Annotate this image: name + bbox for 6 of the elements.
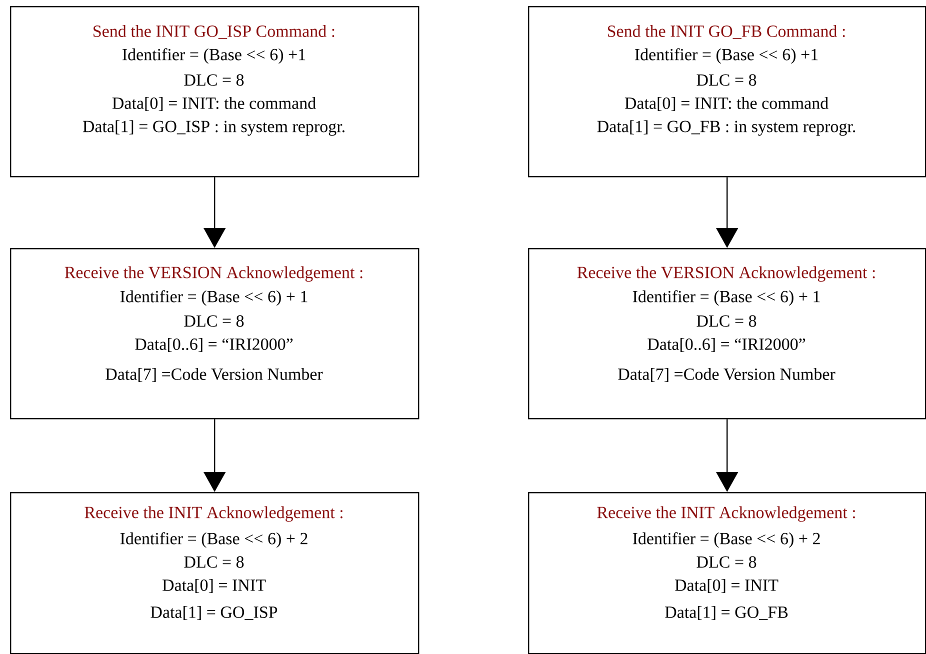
process-box: Send the INIT GO_ISP Command : Identifier = (Base << 6) +1 DLC = 8 Data[0] = INIT: the command Data[1] = GO_ISP : in system reprogr. (10, 6, 420, 178)
process-box: Send the INIT GO_FB Command : Identifier = (Base << 6) +1 DLC = 8 Data[0] = INIT: the command Data[1] = GO_FB : in system reprogr. (528, 6, 926, 178)
process-box: Receive the VERSION Acknowledgement : Identifier = (Base << 6) + 1 DLC = 8 Data[0..6] = “IRI2000” Data[7] =Code Version Number (528, 248, 926, 420)
process-box: Receive the INIT Acknowledgement : Identifier = (Base << 6) + 2 DLC = 8 Data[0] = INIT Data[1] = GO_ISP (10, 492, 420, 654)
process-box: Receive the INIT Acknowledgement : Identifier = (Base << 6) + 2 DLC = 8 Data[0] = INIT Data[1] = GO_FB (528, 492, 926, 654)
process-box: Receive the VERSION Acknowledgement : Identifier = (Base << 6) + 1 DLC = 8 Data[0..6] = “IRI2000” Data[7] =Code Version Number (10, 248, 420, 420)
